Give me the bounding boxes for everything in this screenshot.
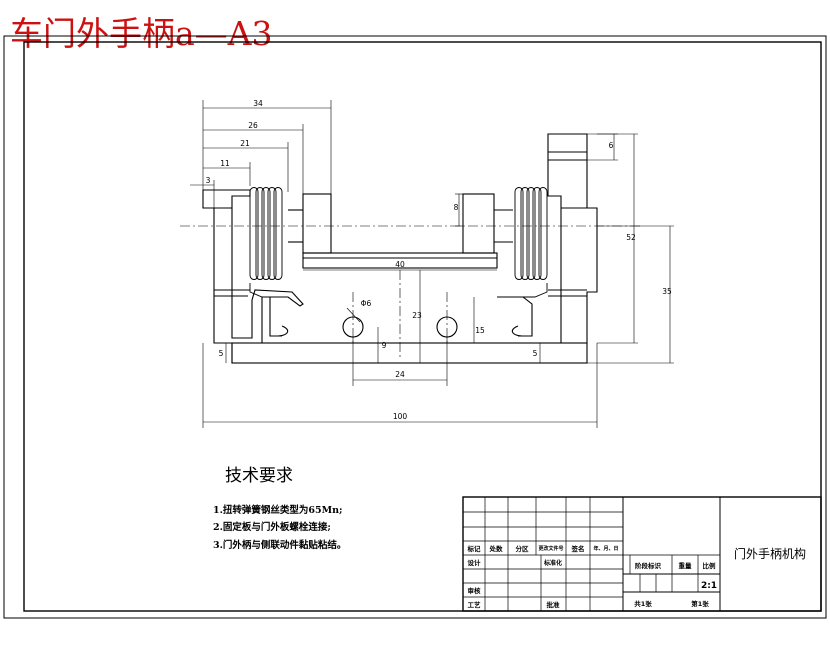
tb-count: 处数 [489,544,504,553]
part-geometry [202,133,598,364]
right-spring [514,187,548,298]
title-block [462,496,822,612]
dimension-labels: 34 26 21 11 3 8 6 52 35 40 23 15 9 5 5 2… [206,99,672,421]
dim-100: 100 [393,412,408,421]
dim-24: 24 [395,370,405,379]
dim-21: 21 [240,139,250,148]
technical-requirement-2: 2.固定板与门外板螺栓连接; [213,522,331,533]
tb-design: 设计 [468,558,482,567]
technical-requirements-heading: 技术要求 [225,466,293,486]
tb-review: 审核 [468,586,482,595]
tb-standardize: 标准化 [543,559,562,567]
sheet-title: 车门外手柄a—A3 [10,14,273,53]
dimension-lines [190,100,674,428]
dim-52: 52 [626,233,636,242]
technical-requirement-3: 3.门外柄与侧联动件黏贴粘结。 [213,540,347,551]
dim-3: 3 [206,176,211,185]
title-block-labels: 标记 处数 分区 更改文件号 签名 年、月、日 设计 标准化 审核 工艺 批准 … [467,544,807,609]
dim-23: 23 [412,311,422,320]
center-lines [180,225,640,360]
outer-border [3,35,827,619]
dim-34: 34 [253,99,263,108]
tb-scale: 2:1 [701,581,717,591]
dim-5-right: 5 [533,349,538,358]
dim-8: 8 [454,203,459,212]
dim-15: 15 [475,326,485,335]
tb-drawing-name: 门外手柄机构 [734,546,806,561]
dim-9: 9 [382,341,387,350]
dim-11: 11 [220,159,230,168]
dim-6: 6 [609,141,614,150]
tb-total-sheets: 共1张 [634,599,652,608]
right-bracket [547,133,598,344]
dim-5-left: 5 [219,349,224,358]
tb-ratio: 比例 [703,561,717,570]
left-hub [302,193,332,254]
inner-border [23,41,822,612]
tb-date: 年、月、日 [593,545,618,552]
dim-40: 40 [395,260,405,269]
tb-mark: 标记 [467,544,482,553]
tb-weight: 重量 [679,561,693,570]
springs [249,187,548,298]
right-hub [462,193,495,254]
tb-approve: 批准 [547,600,561,609]
tb-process: 工艺 [468,600,482,609]
tb-signature: 签名 [571,544,585,553]
tb-sheet-no: 第1张 [691,599,709,608]
left-bracket [202,189,304,344]
tb-zone: 分区 [516,544,530,553]
shaft [302,252,498,269]
dim-35: 35 [662,287,672,296]
technical-requirement-1: 1.扭转弹簧钢丝类型为65Mn; [213,505,343,516]
left-spring [249,187,283,298]
dim-hole: Φ6 [361,299,372,308]
dim-26: 26 [248,121,258,130]
tb-stage-mark: 阶段标识 [635,561,662,570]
tb-change-doc: 更改文件号 [538,545,563,552]
